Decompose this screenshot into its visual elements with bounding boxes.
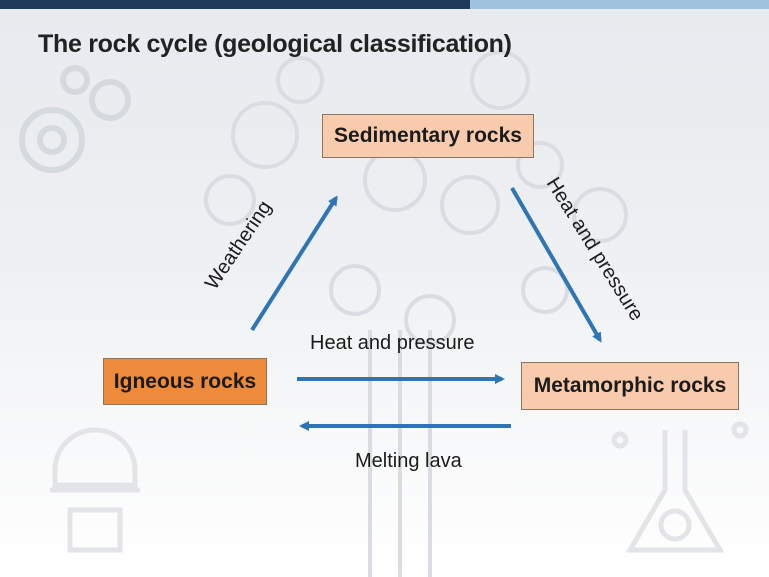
heat-pressure-horizontal-label: Heat and pressure <box>310 332 475 355</box>
melting-lava-label: Melting lava <box>355 450 462 473</box>
